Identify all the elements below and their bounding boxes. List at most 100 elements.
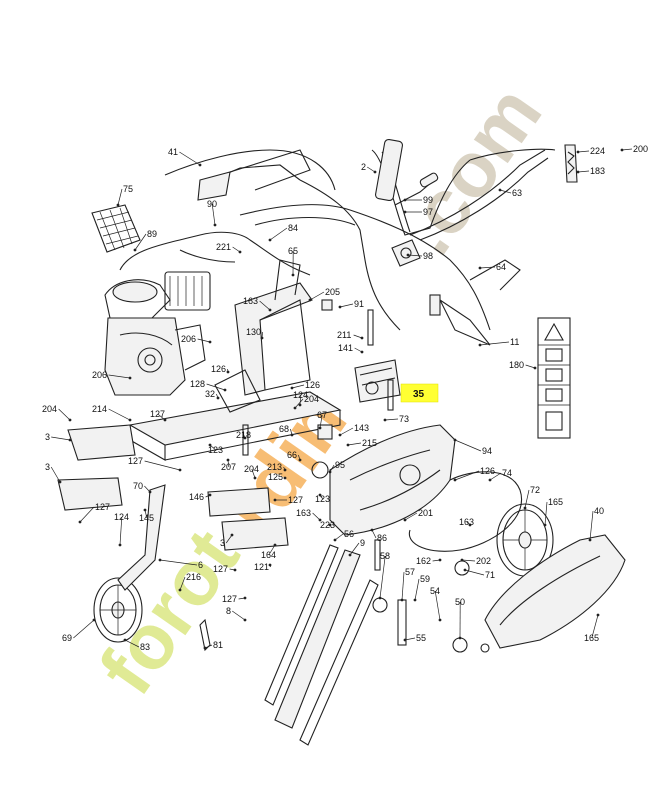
leader-line [108,374,131,379]
leader-line [197,338,211,343]
callout-label: 127 [95,502,110,512]
callout-label: 99 [423,195,433,205]
leader-line [489,472,502,481]
callout-label: 63 [512,188,522,198]
callout-label: 165 [584,633,599,643]
callout-label: 86 [377,533,387,543]
callout-label: 126 [305,380,320,390]
callout-label: 41 [168,147,178,157]
leader-line [179,576,186,591]
leader-line [334,533,344,541]
leader-dot [273,543,277,547]
callout-label: 65 [288,246,298,256]
leader-line [414,578,420,601]
callout-label: 216 [186,572,201,582]
leader-dot [346,443,350,447]
callout-label: 97 [423,207,433,217]
leader-line [339,427,354,436]
leader-line [464,569,485,576]
leader-line [232,246,241,253]
leader-line [379,555,386,599]
callout-label: 73 [399,414,409,424]
leader-line [268,544,276,556]
leader-dot [58,480,62,484]
leader-dot [453,478,457,482]
leader-dot [92,618,96,622]
leader-line [461,559,476,562]
leader-line [299,394,302,406]
leader-dot [576,150,580,154]
callout-label: 54 [430,586,440,596]
callout-label: 163 [243,296,258,306]
leader-dot [233,568,237,572]
leader-dot [478,266,482,270]
leader-line [312,512,321,521]
throttle-cable [119,231,311,276]
leader-dot [498,188,502,192]
callout-label: 205 [325,287,340,297]
leader-line [525,364,536,369]
callout-label: 206 [181,334,196,344]
callout-label: 201 [418,508,433,518]
leader-line [117,188,123,206]
leader-dot [226,458,230,462]
callout-label: 180 [509,360,524,370]
leader-dot [576,170,580,174]
leader-dot [208,493,212,497]
callout-label: 183 [590,166,605,176]
leader-dot [318,518,322,522]
callout-label: 204 [42,404,57,414]
callout-label: 75 [123,184,133,194]
leader-dot [68,418,72,422]
leader-dot [406,253,410,257]
callout-label: 164 [261,550,276,560]
leader-line [231,610,246,621]
highlight-label: 35 [413,389,425,400]
leader-dot [268,238,272,242]
leader-line [251,468,256,479]
leader-dot [383,418,387,422]
gearbox-35 [354,359,401,403]
callout-label: 207 [221,462,236,472]
callout-label: 128 [190,379,205,389]
leader-line [349,542,360,556]
leader-line [401,571,405,601]
leader-dot [543,523,547,527]
leader-dot [216,396,220,400]
leader-line [124,639,140,648]
leader-line [524,489,530,509]
leader-dot [238,250,242,254]
callout-label: 213 [267,462,282,472]
callout-label: 56 [344,529,354,539]
callout-label: 121 [254,562,269,572]
callout-label: 95 [335,460,345,470]
leader-line [291,384,305,389]
leader-dot [178,468,182,472]
leader-line [79,506,95,523]
leader-dot [328,470,332,474]
leader-dot [438,618,442,622]
callout-label: 68 [279,424,289,434]
leader-dot [273,498,277,502]
leader-dot [290,386,294,390]
leader-dot [308,298,312,302]
leader-dot [360,350,364,354]
leader-line [454,470,480,481]
callout-label: 89 [147,229,157,239]
callout-label: 126 [211,364,226,374]
callout-label: 214 [92,404,107,414]
callout-label: 123 [208,445,223,455]
callout-label: 69 [62,633,72,643]
callout-label: 126 [480,466,495,476]
leader-dot [283,468,287,472]
leader-dot [298,403,302,407]
leader-line [434,590,441,621]
leader-dot [230,533,234,537]
leader-dot [123,638,127,642]
leader-dot [403,638,407,642]
leader-dot [148,490,152,494]
callout-label: 2 [361,162,366,172]
leader-dot [253,476,257,480]
handlebar-assembly [371,138,556,267]
